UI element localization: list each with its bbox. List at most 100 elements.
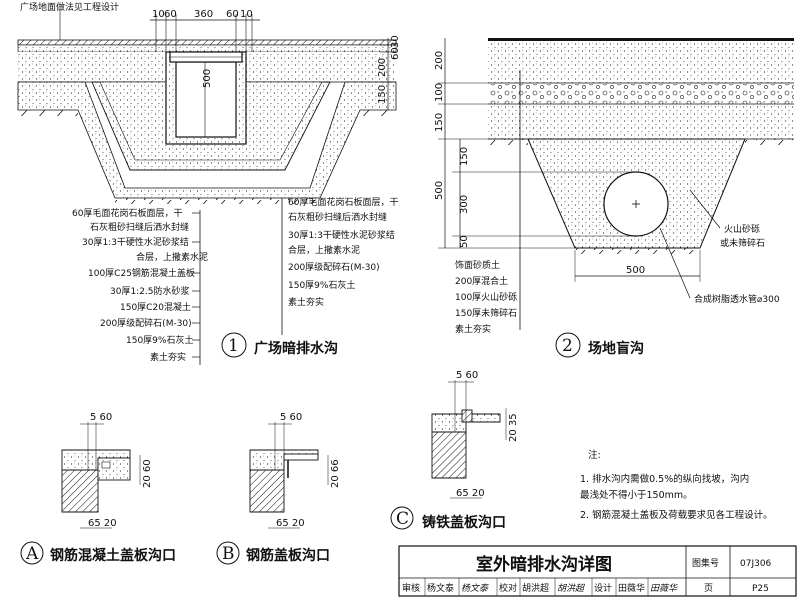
detail-b-title: 钢筋盖板沟口 bbox=[246, 547, 330, 564]
detail-a-caption: A 钢筋混凝土盖板沟口 bbox=[20, 541, 176, 565]
right-label-5: 150厚9%石灰土 bbox=[288, 279, 355, 291]
tb-page-label: 页 bbox=[704, 583, 713, 594]
detail-c-dim-bottom: 65 20 bbox=[456, 488, 485, 499]
right-label-1: 石灰粗砂扫缝后洒水封缝 bbox=[288, 211, 387, 223]
bd-left-label-0: 饰面砂质土 bbox=[455, 259, 500, 271]
left-label-1: 石灰粗砂扫缝后洒水封缝 bbox=[90, 221, 189, 233]
tb-review-label: 审核 bbox=[402, 582, 420, 594]
detail-a-dim-top: 5 60 bbox=[90, 412, 112, 423]
dim-top-360: 360 bbox=[194, 9, 213, 20]
dim-top-10: 10 bbox=[152, 9, 165, 20]
notes: 注: 1. 排水沟内需做0.5%的纵向找坡，沟内 最浅处不得小于150mm。 2… bbox=[580, 449, 773, 521]
tb-review-name: 杨文泰 bbox=[427, 582, 454, 594]
plaza-drain-top-dims: 10 60 360 60 10 bbox=[152, 9, 253, 20]
plaza-drain-right-dims: 30 60 200 150 bbox=[377, 35, 401, 104]
dim-top-60b: 60 bbox=[226, 9, 239, 20]
tb-design-label: 设计 bbox=[594, 582, 612, 594]
detail-a-title: 钢筋混凝土盖板沟口 bbox=[50, 547, 176, 564]
title-block-atlas-label: 图集号 bbox=[692, 557, 719, 569]
title-block-title: 室外暗排水沟详图 bbox=[476, 554, 612, 575]
tb-review-signature: 杨文泰 bbox=[461, 583, 489, 594]
right-label-4: 200厚级配碎石(M-30) bbox=[288, 261, 380, 273]
left-label-2: 30厚1:3干硬性水泥砂浆结 bbox=[82, 236, 189, 248]
bd-label-volcanic: 火山砂砾 bbox=[724, 223, 760, 235]
bd-dim-bottom-500: 500 bbox=[626, 265, 645, 276]
bd-left-label-2: 100厚火山砂砾 bbox=[455, 291, 517, 303]
detail-c-title: 铸铁盖板沟口 bbox=[422, 514, 506, 531]
detail-c-letter: C bbox=[396, 509, 409, 529]
top-left-note: 广场地面做法见工程设计 bbox=[20, 1, 119, 13]
bd-label-pipe: 合成树脂透水管⌀300 bbox=[694, 293, 780, 305]
left-label-6: 150厚C20混凝土 bbox=[120, 301, 191, 313]
detail-b-dim-bottom: 65 20 bbox=[276, 518, 305, 529]
plaza-drain-number: 1 bbox=[228, 336, 239, 356]
bd-dim-150: 150 bbox=[434, 113, 445, 132]
plaza-drain-right-labels: 60厚毛面花岗石板面层，干 石灰粗砂扫缝后洒水封缝 30厚1:3干硬性水泥砂浆结… bbox=[288, 196, 398, 308]
detail-a-dim-bottom: 65 20 bbox=[88, 518, 117, 529]
bd-left-label-1: 200厚混合土 bbox=[455, 275, 508, 287]
detail-c bbox=[431, 380, 507, 499]
detail-b-letter: B bbox=[222, 544, 235, 564]
title-block bbox=[398, 545, 797, 597]
dim-right-200: 200 bbox=[377, 58, 388, 77]
bd-dim-500: 500 bbox=[434, 181, 445, 200]
detail-a-letter: A bbox=[25, 544, 39, 564]
bd-dim-300: 300 bbox=[459, 195, 470, 214]
detail-a-dim-right: 20 60 bbox=[142, 459, 153, 488]
tb-design-signature: 田薇华 bbox=[650, 583, 678, 594]
detail-b-caption: B 钢筋盖板沟口 bbox=[216, 541, 330, 565]
left-label-4: 100厚C25钢筋混凝土盖板 bbox=[88, 267, 195, 279]
plaza-drain-title: 广场暗排水沟 bbox=[254, 340, 338, 357]
dim-right-30: 30 bbox=[390, 35, 401, 48]
left-label-7: 200厚级配碎石(M-30) bbox=[100, 317, 192, 329]
note-item-0: 1. 排水沟内需做0.5%的纵向找坡，沟内 bbox=[580, 473, 749, 485]
left-label-9: 素土夯实 bbox=[150, 351, 186, 363]
left-label-3: 合层，上撒素水泥 bbox=[136, 251, 208, 263]
detail-b-dim-right: 20 66 bbox=[330, 459, 341, 488]
right-label-3: 合层，上撒素水泥 bbox=[288, 244, 360, 256]
tb-check-label: 校对 bbox=[499, 582, 517, 594]
bd-left-label-3: 150厚未筛碎石 bbox=[455, 307, 517, 319]
bd-dim-100: 100 bbox=[434, 83, 445, 102]
detail-a bbox=[61, 422, 141, 529]
note-item-1: 最浅处不得小于150mm。 bbox=[580, 489, 693, 501]
blind-ditch-section bbox=[438, 38, 794, 330]
bd-dim-200: 200 bbox=[434, 51, 445, 70]
detail-b bbox=[249, 422, 329, 529]
dim-inner-500: 500 bbox=[202, 69, 213, 88]
title-block-row: 审核 杨文泰 杨文泰 校对 胡洪超 胡洪超 设计 田薇华 田薇华 页 P25 bbox=[402, 582, 769, 594]
title-block-atlas-no: 07J306 bbox=[740, 559, 772, 569]
notes-heading: 注: bbox=[588, 449, 601, 461]
dim-right-150: 150 bbox=[377, 85, 388, 104]
dim-top-60a: 60 bbox=[164, 9, 177, 20]
detail-c-dim-top: 5 60 bbox=[456, 370, 478, 381]
right-label-6: 素土夯实 bbox=[288, 296, 324, 308]
blind-ditch-dims: 200 100 150 500 150 300 50 500 bbox=[434, 51, 645, 276]
left-label-8: 150厚9%石灰土 bbox=[126, 334, 193, 346]
blind-ditch-title: 场地盲沟 bbox=[588, 340, 644, 357]
tb-check-name: 胡洪超 bbox=[522, 582, 549, 594]
right-label-2: 30厚1:3干硬性水泥砂浆结 bbox=[288, 229, 395, 241]
bd-dim-50: 50 bbox=[459, 235, 470, 248]
bd-left-label-4: 素土夯实 bbox=[455, 323, 491, 335]
plaza-drain-left-ticks bbox=[192, 212, 200, 358]
dim-top-10b: 10 bbox=[240, 9, 253, 20]
tb-design-name: 田薇华 bbox=[618, 582, 645, 594]
detail-c-dim-right: 20 35 bbox=[508, 413, 519, 442]
detail-c-caption: C 铸铁盖板沟口 bbox=[390, 506, 506, 531]
bd-dim-150b: 150 bbox=[459, 147, 470, 166]
dim-right-60: 60 bbox=[390, 47, 401, 60]
left-label-5: 30厚1:2.5防水砂浆 bbox=[110, 285, 190, 297]
detail-b-dim-top: 5 60 bbox=[280, 412, 302, 423]
plaza-drain-section bbox=[17, 10, 397, 365]
note-item-2: 2. 钢筋混凝土盖板及荷载要求见各工程设计。 bbox=[580, 509, 773, 521]
left-label-0: 60厚毛面花岗石板面层，干 bbox=[72, 207, 182, 219]
tb-page-no: P25 bbox=[752, 584, 769, 594]
tb-check-signature: 胡洪超 bbox=[557, 583, 586, 594]
plaza-drain-left-labels: 60厚毛面花岗石板面层，干 石灰粗砂扫缝后洒水封缝 30厚1:3干硬性水泥砂浆结… bbox=[72, 207, 208, 363]
right-label-0: 60厚毛面花岗石板面层，干 bbox=[288, 196, 398, 208]
blind-ditch-caption: 2 场地盲沟 bbox=[555, 332, 644, 358]
blind-ditch-labels: 火山砂砾 或未筛碎石 合成树脂透水管⌀300 饰面砂质土 200厚混合土 100… bbox=[455, 223, 780, 335]
plaza-drain-caption: 1 广场暗排水沟 bbox=[221, 332, 338, 358]
